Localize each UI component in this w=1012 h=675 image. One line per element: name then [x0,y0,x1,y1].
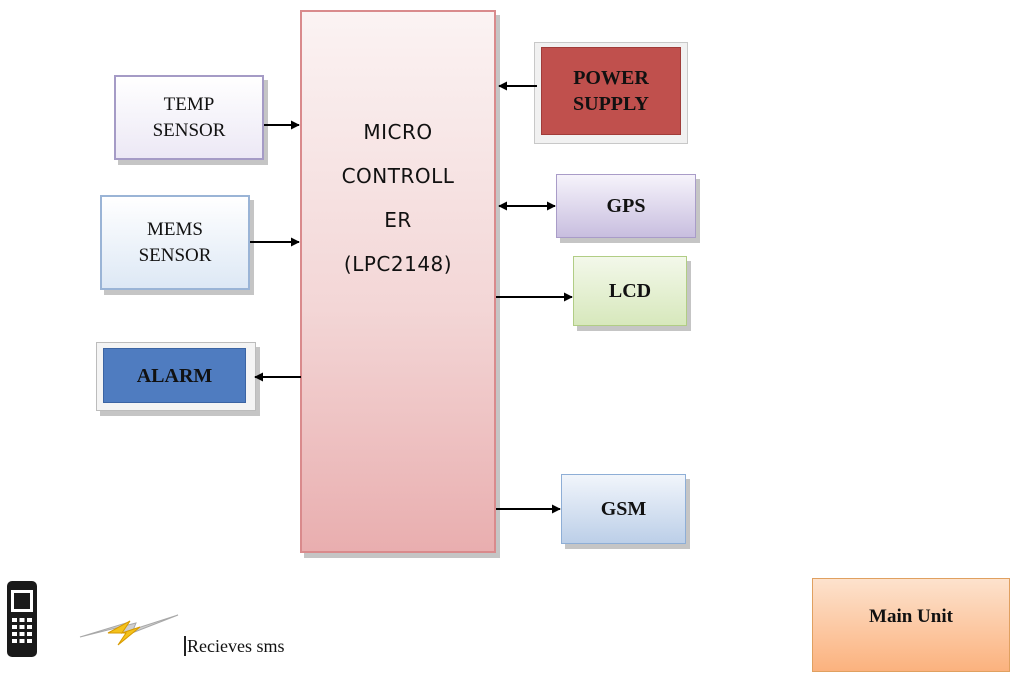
alarm-label: ALARM [136,364,213,387]
main-unit-label: Main Unit [869,606,953,627]
gsm-label: GSM [600,498,647,520]
temp-sensor-label-line2: SENSOR [152,119,226,141]
temp-sensor-block: TEMP SENSOR [114,75,264,160]
alarm-block: ALARM [103,348,246,403]
lcd-label: LCD [608,280,652,302]
mcu-label-line2: CONTROLL [341,164,455,188]
microcontroller-block: MICRO CONTROLL ER (LPC2148) [300,10,496,553]
gps-label: GPS [606,195,646,217]
mcu-label-line1: MICRO [363,120,433,144]
mems-sensor-block: MEMS SENSOR [100,195,250,290]
mems-sensor-label-line1: MEMS [147,218,203,240]
lcd-block: LCD [573,256,687,326]
lightning-bolt-icon [79,614,179,646]
mobile-phone-icon [7,581,37,657]
main-unit-box: Main Unit [812,578,1010,672]
temp-sensor-label-line1: TEMP [163,93,215,115]
power-supply-label-line2: SUPPLY [573,93,649,115]
mems-sensor-label-line2: SENSOR [138,244,212,266]
power-supply-label-line1: POWER [573,67,649,89]
gps-block: GPS [556,174,696,238]
mcu-label-line3: ER [384,208,412,232]
sms-caption: Recieves sms [184,636,284,656]
mcu-label-line4: (LPC2148) [343,252,453,276]
gsm-block: GSM [561,474,686,544]
power-supply-block: POWER SUPPLY [541,47,681,135]
